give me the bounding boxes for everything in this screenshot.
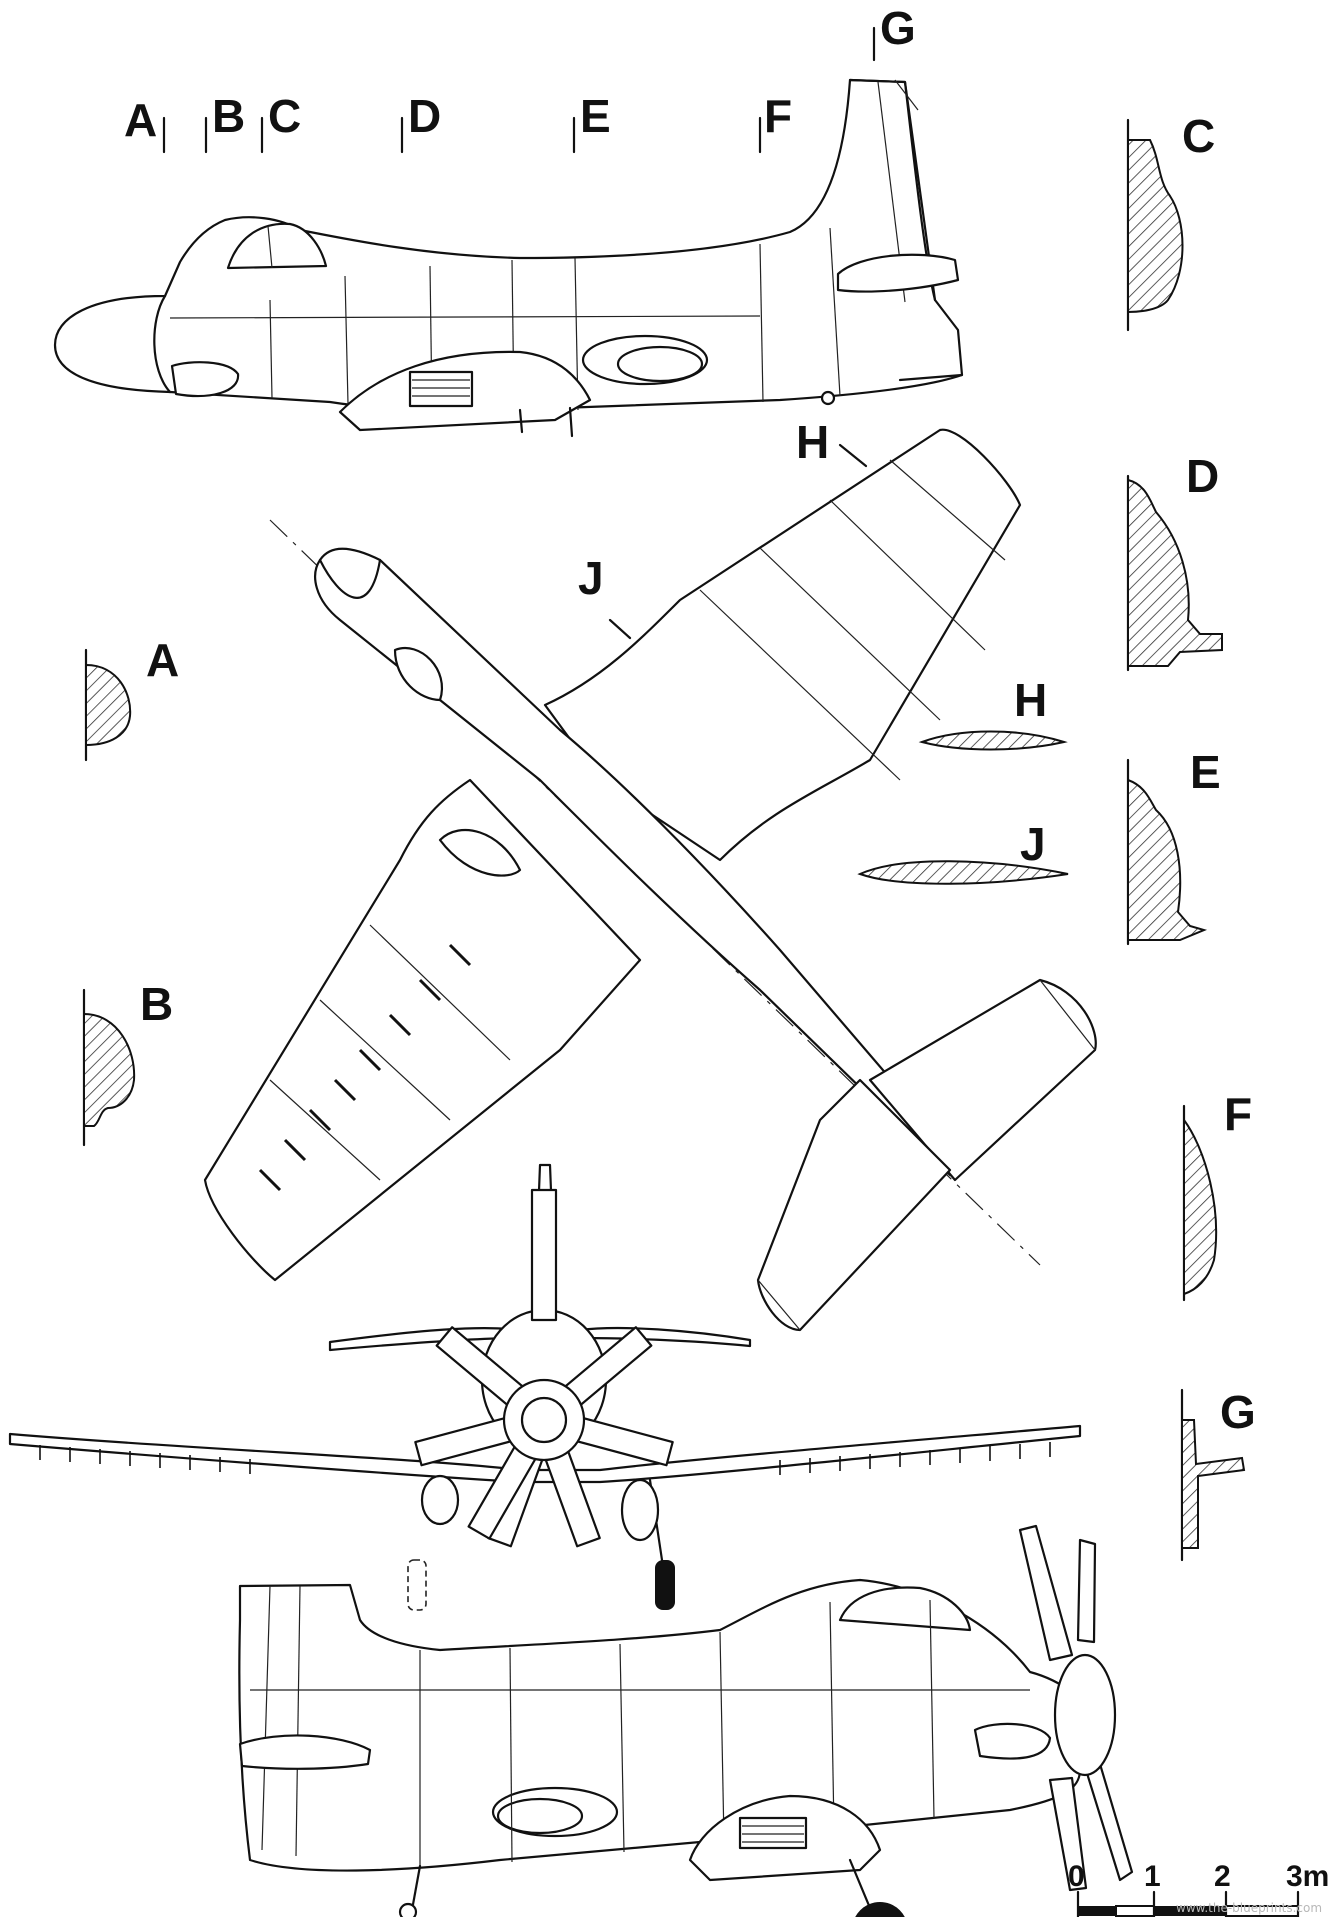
station-markers: A B C D E F G H J [124,2,916,640]
scale-tick-1: 1 [1144,1860,1161,1893]
station-label-e-top: E [580,90,611,142]
section-label-a: A [146,634,179,686]
scale-bar: 0 1 2 3m [1068,1860,1329,1917]
section-label-e: E [1190,746,1221,798]
front-view [8,1163,1082,1611]
side-view-bottom [238,1524,1134,1917]
station-label-a-top: A [124,94,157,146]
airfoil-section-h: H [918,674,1068,751]
cross-section-f: F [1182,1088,1252,1302]
scale-tick-3m: 3m [1286,1860,1329,1893]
section-label-h: H [1014,674,1047,726]
station-label-c-top: C [268,90,301,142]
station-label-d-top: D [408,90,441,142]
cross-section-e: E [1126,746,1221,946]
station-label-g-top: G [880,2,916,54]
section-label-g: G [1220,1386,1256,1438]
cross-section-c: C [1126,110,1215,332]
plan-view [203,428,1097,1332]
station-label-h-top: H [796,416,829,468]
scale-tick-2: 2 [1214,1860,1231,1893]
section-label-f: F [1224,1088,1252,1140]
section-label-j: J [1020,818,1046,870]
section-label-b: B [140,978,173,1030]
cross-section-b: B [82,978,173,1147]
side-view-top [53,78,964,438]
section-label-d: D [1186,450,1219,502]
section-label-c: C [1182,110,1215,162]
airfoil-section-j: J [857,818,1069,885]
station-label-j-top: J [578,552,604,604]
cross-section-g: G [1180,1386,1256,1562]
watermark: www.the-blueprints.com [1176,1901,1322,1915]
scale-tick-0: 0 [1068,1860,1085,1893]
station-label-b-top: B [212,90,245,142]
cross-section-a: A [84,634,179,762]
cross-section-d: D [1126,450,1223,672]
station-label-f-top: F [764,90,792,142]
